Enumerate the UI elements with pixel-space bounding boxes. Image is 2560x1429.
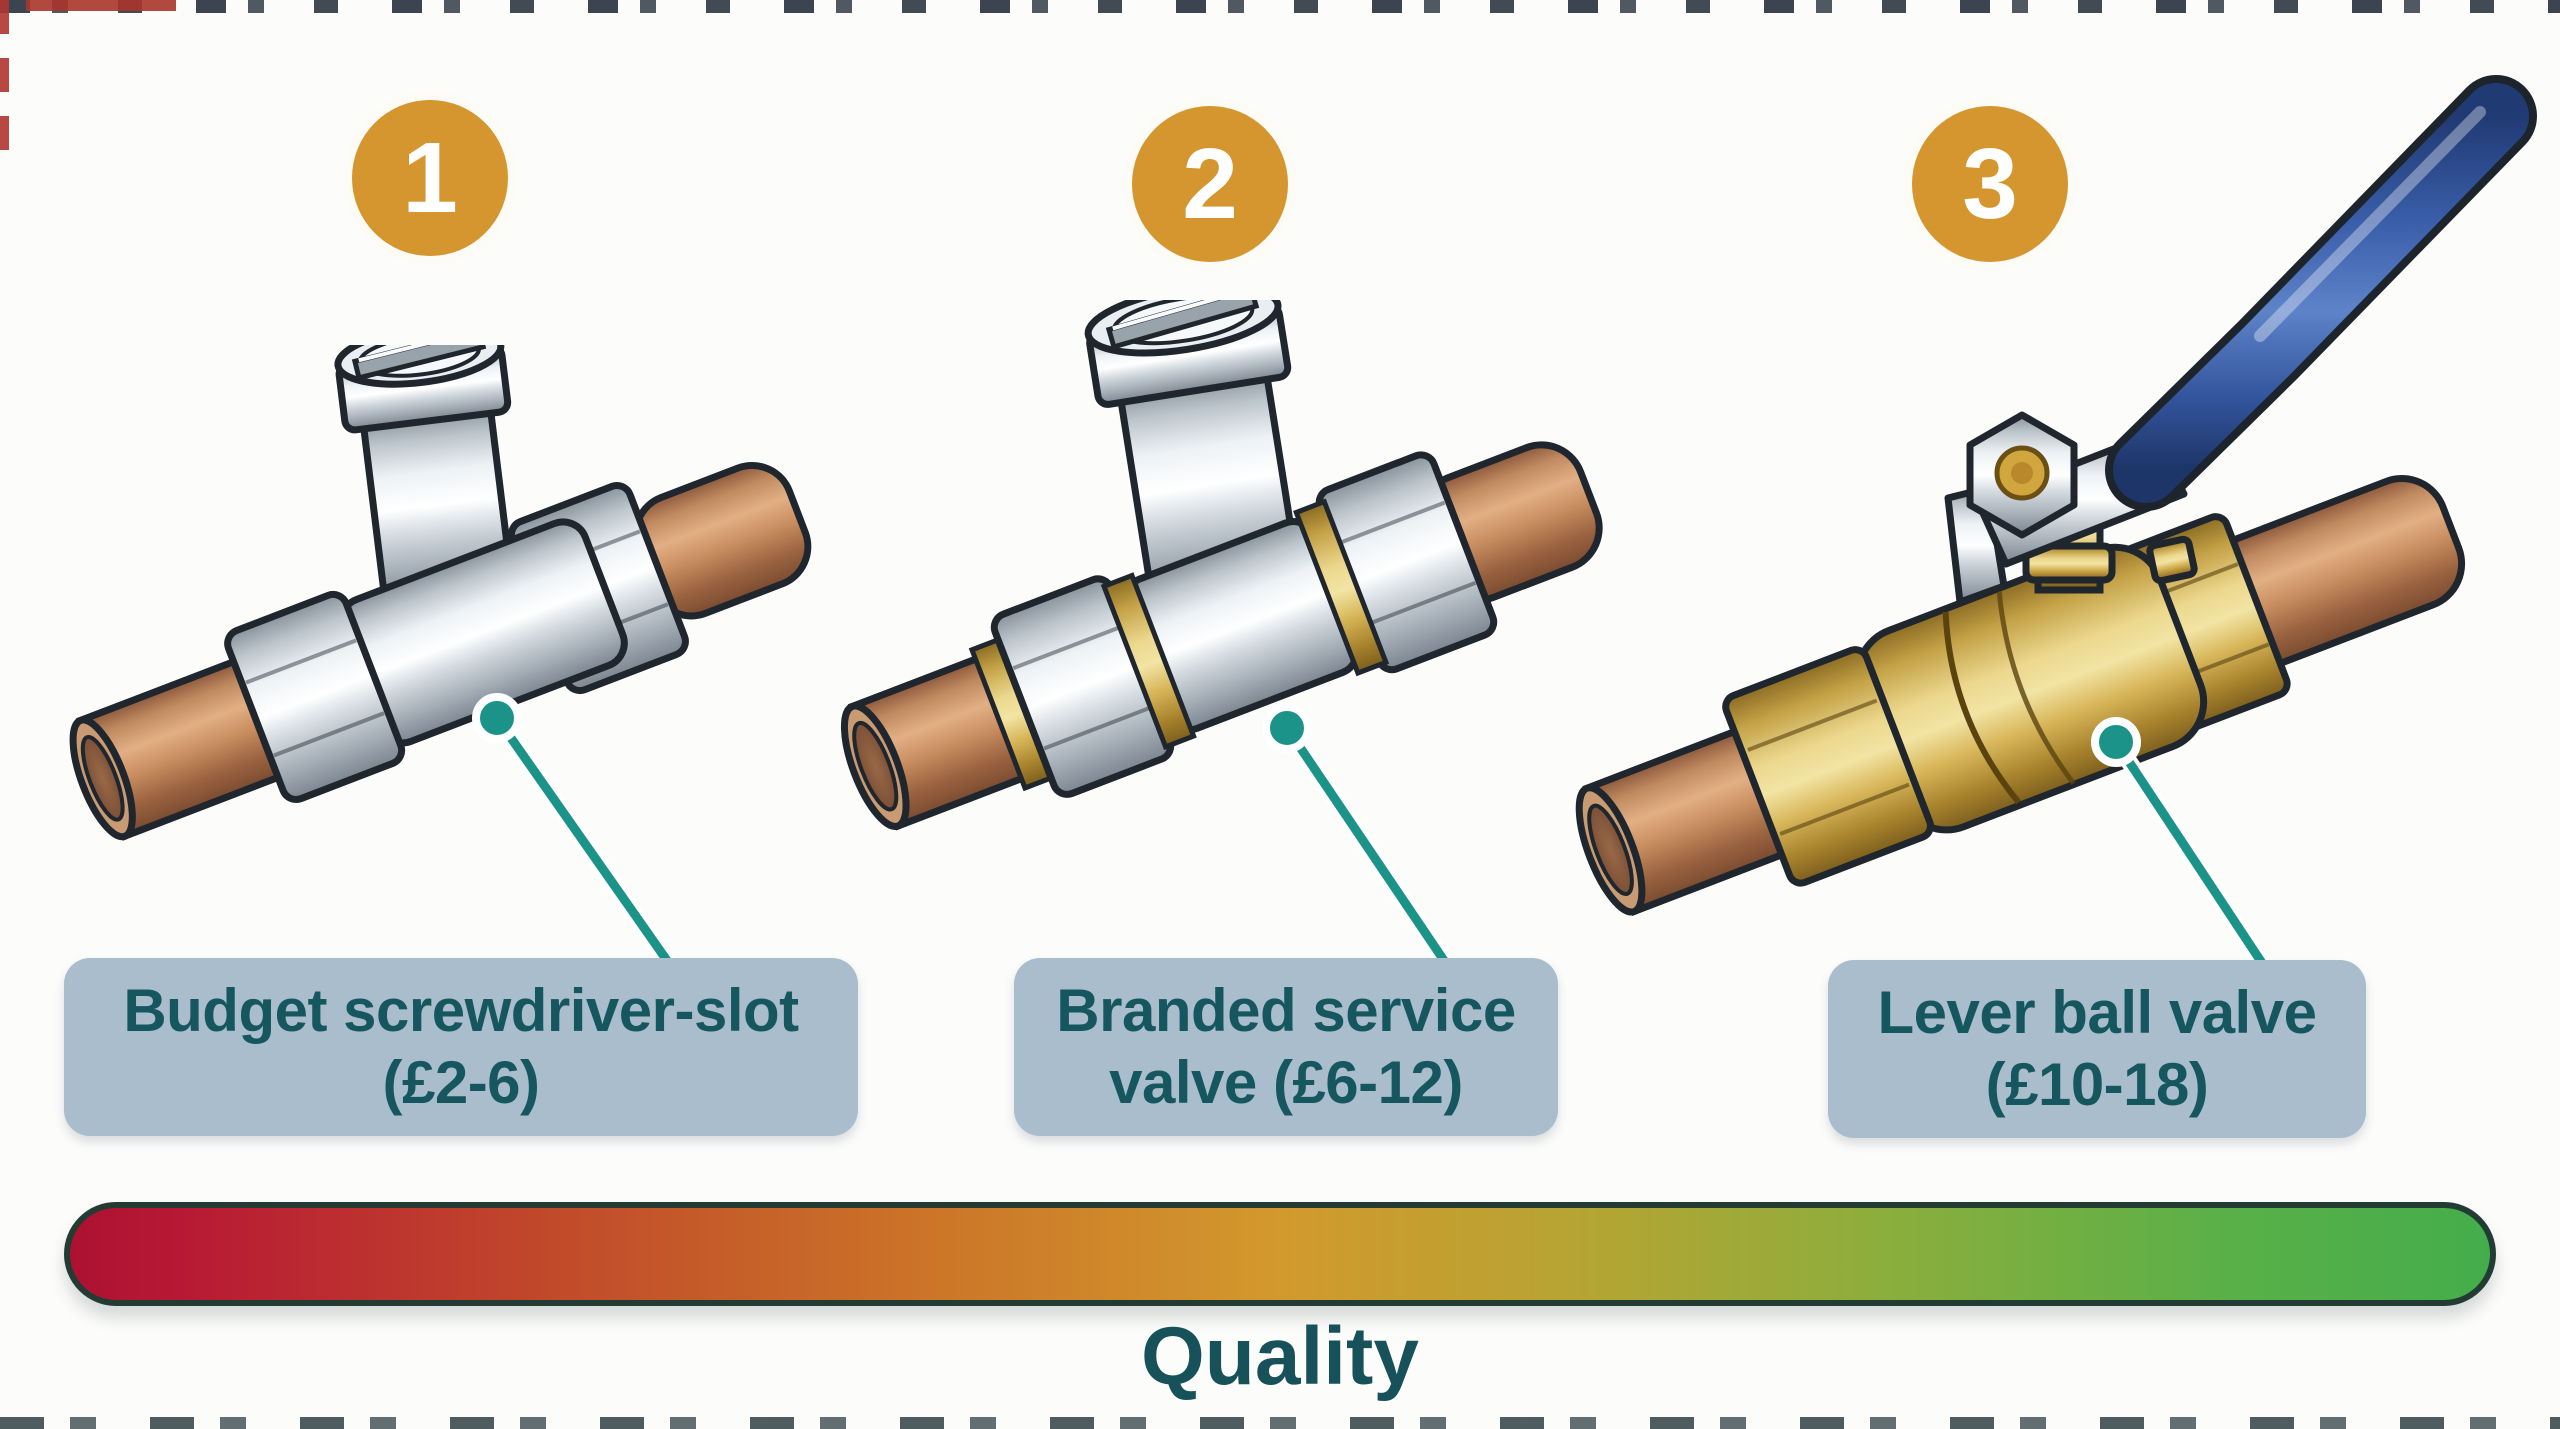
stem-hex-nut (1966, 411, 2078, 539)
brass-ring-right (1293, 498, 1390, 677)
caption-branded-service-valve: Branded service valve (£6-12) (1014, 958, 1558, 1136)
quality-gradient-bar (64, 1202, 2496, 1306)
lever-handle (2105, 75, 2537, 511)
compression-nut-left (224, 590, 406, 803)
step-number: 1 (402, 122, 458, 234)
step-number: 3 (1962, 128, 2018, 240)
branded-service-valve-illustration (840, 300, 1603, 831)
screwdriver-slot-head (1084, 300, 1303, 604)
bottom-edge-artifact (0, 1417, 2560, 1429)
step-badge-1: 1 (352, 100, 508, 256)
caption-budget-screwdriver-slot: Budget screwdriver-slot (£2-6) (64, 958, 858, 1136)
step-badge-3: 3 (1912, 106, 2068, 262)
stem-key-tab (2146, 535, 2198, 585)
caption-lever-ball-valve: Lever ball valve (£10-18) (1828, 960, 2366, 1138)
left-edge-red-artifact (0, 0, 9, 170)
caption-text: Lever ball valve (£10-18) (1877, 979, 2317, 1118)
caption-text: Budget screwdriver-slot (£2-6) (123, 977, 799, 1116)
top-edge-artifact (0, 0, 2560, 13)
brass-ring-left (1100, 572, 1197, 751)
step-badge-2: 2 (1132, 106, 1288, 262)
quality-axis-label: Quality (1141, 1311, 1419, 1402)
stem-collar (2022, 542, 2116, 584)
screwdriver-slot-valve-illustration (69, 345, 812, 841)
top-edge-red-artifact (26, 0, 176, 11)
brass-hex-left (1722, 646, 1934, 887)
step-number: 2 (1182, 128, 1238, 240)
caption-text: Branded service valve (£6-12) (1056, 977, 1516, 1116)
lever-ball-valve-illustration (1575, 75, 2537, 916)
